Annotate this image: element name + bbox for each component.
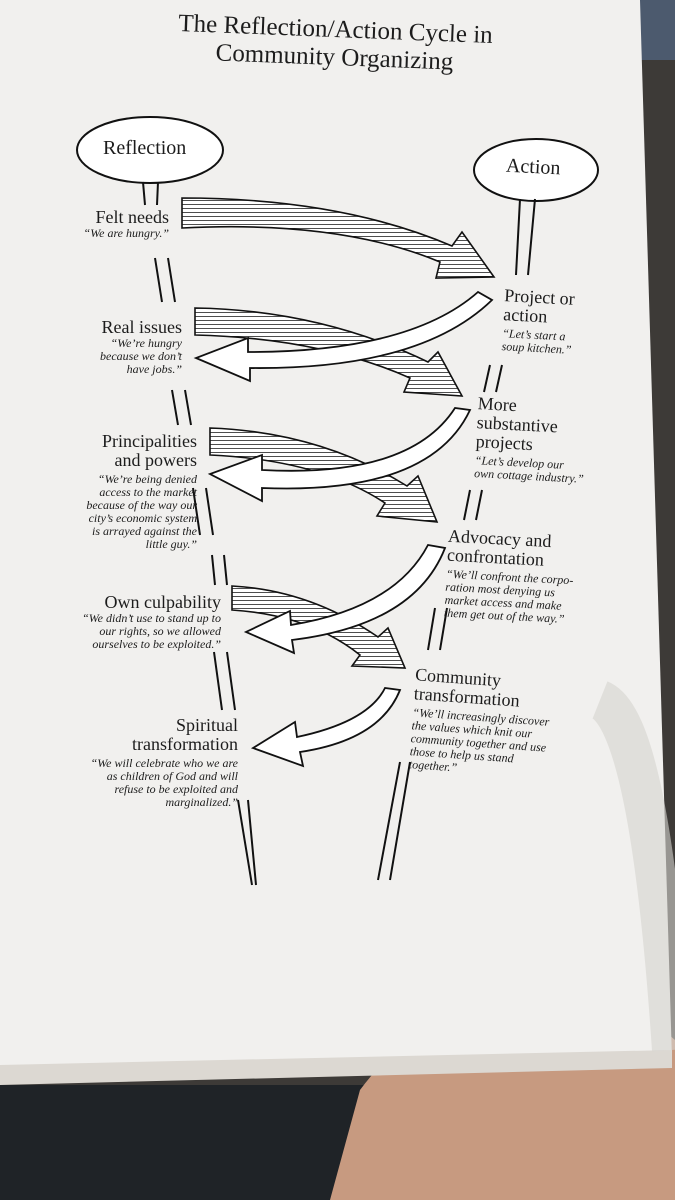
- action-oval: [473, 138, 599, 276]
- action-stage-advocacy: Advocacy and confrontation “We’ll confro…: [444, 526, 576, 627]
- stage-quote-line: city’s economic system: [88, 511, 197, 525]
- stage-quote-line: ourselves to be exploited.”: [92, 637, 221, 651]
- stage-quote-line: refuse to be exploited and: [114, 782, 238, 796]
- stage-title-line: transformation: [132, 734, 238, 754]
- action-stage-project: Project or action “Let’s start a soup ki…: [501, 285, 575, 357]
- stage-quote-line: “We’re being denied: [97, 472, 197, 486]
- stage-quote-line: “We’re hungry: [110, 336, 182, 350]
- stage-quote-line: have jobs.”: [126, 362, 182, 376]
- action-spiral-lines: [377, 364, 503, 881]
- paper-page: [0, 0, 672, 1078]
- action-stage-community-transformation: Community transformation “We’ll increasi…: [408, 664, 552, 780]
- action-label: Action: [505, 154, 562, 180]
- stage-title-line: Spiritual: [176, 715, 238, 735]
- arrows-to-reflection: [193, 290, 494, 768]
- stage-quote-line: little guy.”: [145, 537, 197, 551]
- reflection-stage-real-issues: Real issues “We’re hungry because we don…: [100, 318, 182, 376]
- stage-quote-line: access to the market: [99, 485, 197, 499]
- stage-title: Real issues: [101, 317, 183, 337]
- stage-quote-line: as children of God and will: [106, 769, 238, 783]
- stage-title: Felt needs: [95, 207, 170, 227]
- action-stage-substantive-projects: More substantive projects “Let’s develop…: [474, 393, 588, 486]
- reflection-spiral-lines: [154, 257, 257, 886]
- stage-quote: “We are hungry.”: [83, 226, 169, 240]
- reflection-stage-own-culpability: Own culpability “We didn’t use to stand …: [82, 593, 221, 651]
- stage-quote-line: is arrayed against the: [92, 524, 197, 538]
- stage-title: Own culpability: [104, 592, 221, 612]
- stage-title-line: Principalities: [102, 431, 197, 451]
- reflection-label: Reflection: [103, 137, 187, 159]
- reflection-stage-principalities: Principalities and powers “We’re being d…: [86, 432, 197, 551]
- stage-title-line: action: [502, 304, 548, 327]
- stage-title-line: and powers: [114, 450, 197, 470]
- reflection-stage-spiritual: Spiritual transformation “We will celebr…: [91, 716, 238, 809]
- stage-quote-line: our rights, so we allowed: [99, 624, 221, 638]
- stage-quote-line: “We didn’t use to stand up to: [82, 611, 221, 625]
- stage-quote-line: “We will celebrate who we are: [90, 756, 238, 770]
- stage-quote-line: because of the way our: [86, 498, 197, 512]
- stage-quote-line: because we don’t: [100, 349, 182, 363]
- reflection-stage-felt-needs: Felt needs “We are hungry.”: [84, 208, 169, 240]
- stage-quote-line: marginalized.”: [165, 795, 238, 809]
- reflection-oval: [76, 116, 224, 206]
